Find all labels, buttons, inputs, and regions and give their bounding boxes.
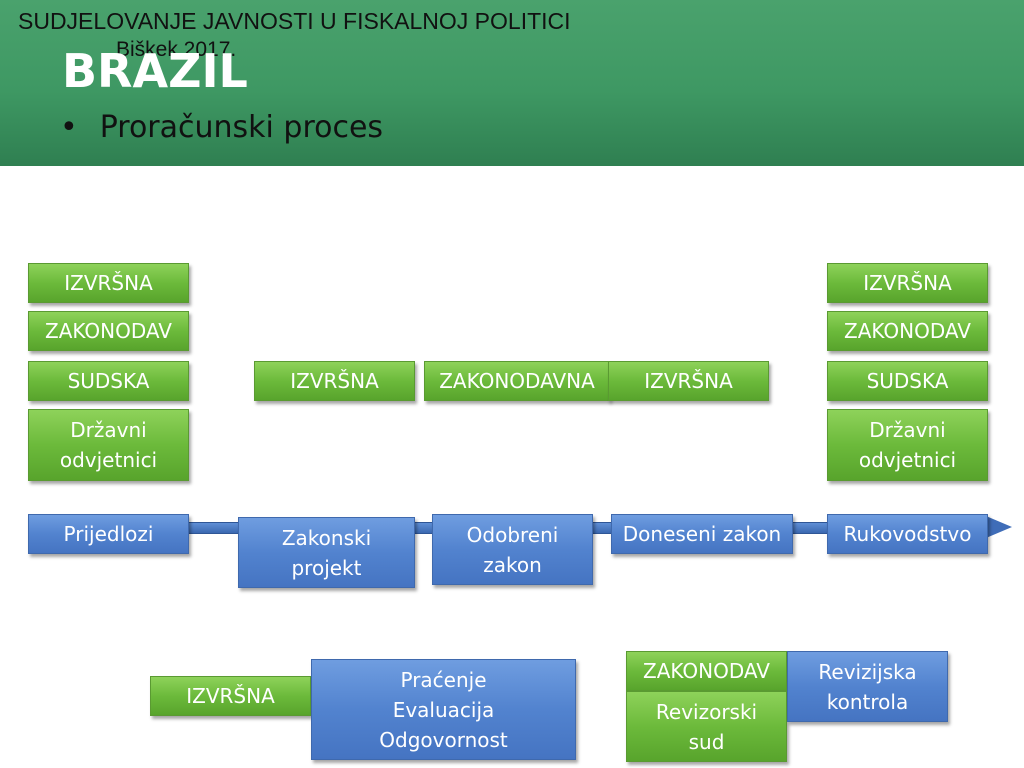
right-zakonodavna-box: ZAKONODAV NA bbox=[827, 311, 988, 351]
bottom-revizorski-sud-box: Revizorski sud bbox=[626, 691, 787, 762]
timeline-arrow-head bbox=[986, 516, 1012, 538]
timeline-odobreni-zakon-box: Odobreni zakon bbox=[432, 514, 593, 585]
timeline-rukovodstvo-box: Rukovodstvo bbox=[827, 514, 988, 554]
middle-zakonodavna-box: ZAKONODAVNA bbox=[424, 361, 610, 401]
left-odvjetnici-box: Državni odvjetnici bbox=[28, 409, 189, 481]
left-zakonodavna-box: ZAKONODAV NA bbox=[28, 311, 189, 351]
left-izvrsna-box: IZVRŠNA bbox=[28, 263, 189, 303]
middle-izvrsna-box-2: IZVRŠNA bbox=[608, 361, 769, 401]
bottom-zakonodav-box: ZAKONODAV bbox=[626, 651, 787, 691]
conference-title: SUDJELOVANJE JAVNOSTI U FISKALNOJ POLITI… bbox=[18, 8, 571, 34]
conference-location-year: Biškek 2017. bbox=[116, 38, 237, 61]
bullet-mark: • bbox=[60, 110, 78, 145]
left-sudska-box: SUDSKA bbox=[28, 361, 189, 401]
title-banner: SUDJELOVANJE JAVNOSTI U FISKALNOJ POLITI… bbox=[0, 0, 1024, 166]
timeline-doneseni-zakon-box: Doneseni zakon bbox=[611, 514, 793, 554]
right-odvjetnici-box: Državni odvjetnici bbox=[827, 409, 988, 481]
right-sudska-box: SUDSKA bbox=[827, 361, 988, 401]
bottom-revizijska-kontrola-box: Revizijska kontrola bbox=[787, 651, 948, 722]
right-izvrsna-box: IZVRŠNA bbox=[827, 263, 988, 303]
timeline-prijedlozi-box: Prijedlozi bbox=[28, 514, 189, 554]
bullet-point: • Proračunski proces bbox=[60, 110, 383, 145]
middle-izvrsna-box-1: IZVRŠNA bbox=[254, 361, 415, 401]
bottom-pracenje-box: Praćenje Evaluacija Odgovornost bbox=[311, 659, 576, 760]
bullet-text: Proračunski proces bbox=[99, 110, 384, 145]
timeline-zakonski-projekt-box: Zakonski projekt bbox=[238, 517, 415, 588]
bottom-izvrsna-box: IZVRŠNA bbox=[150, 676, 311, 716]
slide-title: BRAZIL bbox=[62, 44, 248, 98]
